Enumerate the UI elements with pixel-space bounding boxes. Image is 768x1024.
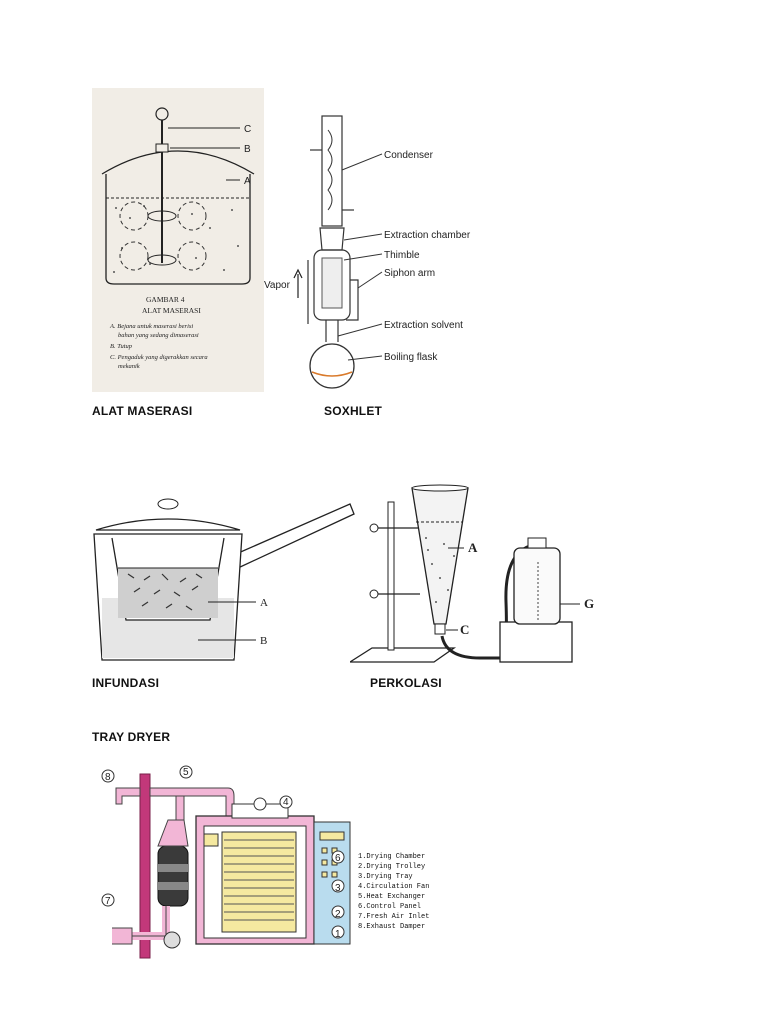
tray-legend-7: 7.Fresh Air Inlet xyxy=(358,913,429,921)
soxhlet-label-boiling-flask: Boiling flask xyxy=(384,352,438,363)
tray-num-3: 3 xyxy=(335,883,341,894)
perkolasi-figure: A C G xyxy=(347,482,608,665)
perkolasi-label-a: A xyxy=(468,540,478,555)
maserasi-caption-title: GAMBAR 4 xyxy=(146,295,185,304)
maserasi-legend-0: A. Bejana untuk maserasi berisi xyxy=(109,323,193,330)
maserasi-drawing: C B A GAMBAR 4 ALAT MASERASI A. Bejana u… xyxy=(92,88,264,392)
soxhlet-label-thimble: Thimble xyxy=(384,250,420,261)
soxhlet-label-extraction-solvent: Extraction solvent xyxy=(384,320,463,331)
perkolasi-drawing: A C G xyxy=(347,484,594,663)
tray-dryer-figure: 1 2 3 4 5 6 7 8 1.Drying Chamber 2.Dryin… xyxy=(92,760,432,960)
soxhlet-drawing: Vapor Condenser Extraction chamber Thimb… xyxy=(264,115,471,389)
tray-num-8: 8 xyxy=(105,772,111,783)
tray-num-7: 7 xyxy=(105,896,111,907)
maserasi-label-b: B xyxy=(244,144,251,155)
tray-legend-6: 6.Control Panel xyxy=(358,903,421,911)
soxhlet-label-siphon-arm: Siphon arm xyxy=(384,268,435,279)
infundasi-label-a: A xyxy=(260,597,268,609)
maserasi-legend-1: bahan yang sedang dimaserasi xyxy=(118,332,199,339)
maserasi-label-c: C xyxy=(244,124,251,135)
tray-legend-5: 5.Heat Exchanger xyxy=(358,893,425,901)
tray-num-1: 1 xyxy=(335,929,341,940)
maserasi-legend-3: C. Pengaduk yang digerakkan secara xyxy=(110,354,208,361)
soxhlet-label-extraction-chamber: Extraction chamber xyxy=(384,230,471,241)
soxhlet-figure: Vapor Condenser Extraction chamber Thimb… xyxy=(262,110,492,400)
tray-legend-4: 4.Circulation Fan xyxy=(358,883,429,891)
maserasi-legend-4: mekanik xyxy=(118,363,140,370)
caption-soxhlet: SOXHLET xyxy=(324,404,383,418)
tray-num-6: 6 xyxy=(335,853,341,864)
infundasi-drawing: A B xyxy=(93,498,355,661)
maserasi-legend-2: B. Tutup xyxy=(110,343,133,350)
tray-legend-8: 8.Exhaust Damper xyxy=(358,923,425,931)
infundasi-figure: A B xyxy=(88,490,358,665)
caption-alat-maserasi: ALAT MASERASI xyxy=(92,404,193,418)
maserasi-figure: C B A GAMBAR 4 ALAT MASERASI A. Bejana u… xyxy=(92,88,264,392)
infundasi-label-b: B xyxy=(260,635,267,647)
perkolasi-label-g: G xyxy=(584,596,594,611)
perkolasi-label-c: C xyxy=(460,622,469,637)
tray-legend-1: 1.Drying Chamber xyxy=(358,853,425,861)
tray-num-5: 5 xyxy=(183,767,189,778)
caption-tray-dryer: TRAY DRYER xyxy=(92,730,171,744)
soxhlet-vapor-label: Vapor xyxy=(264,280,291,291)
soxhlet-label-condenser: Condenser xyxy=(384,150,434,161)
tray-num-4: 4 xyxy=(283,797,289,808)
tray-legend-2: 2.Drying Trolley xyxy=(358,863,425,871)
tray-num-2: 2 xyxy=(335,909,341,920)
maserasi-caption-sub: ALAT MASERASI xyxy=(142,306,201,315)
maserasi-label-a: A xyxy=(244,176,251,187)
caption-infundasi: INFUNDASI xyxy=(92,676,160,690)
tray-legend-3: 3.Drying Tray xyxy=(358,873,413,881)
caption-perkolasi: PERKOLASI xyxy=(370,676,442,690)
tray-dryer-drawing: 1 2 3 4 5 6 7 8 1.Drying Chamber 2.Dryin… xyxy=(101,765,429,959)
